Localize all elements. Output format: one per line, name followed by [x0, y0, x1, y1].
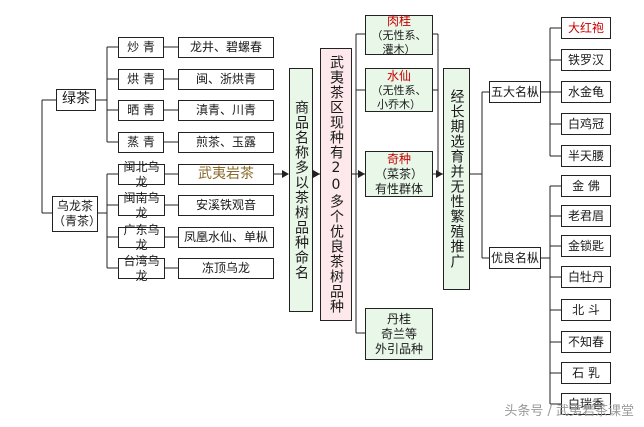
excellent-item: 北 斗 — [561, 299, 611, 321]
excellent-item: 白瑞香 — [561, 393, 611, 415]
watermark: 头条号 / 武夷岩茶课堂 — [504, 404, 634, 419]
excellent-item: 金 佛 — [561, 175, 611, 197]
excellent-item: 老君眉 — [561, 205, 611, 227]
group-five-famous: 五大名枞 — [489, 81, 541, 103]
oolong-example-box: 凤凰水仙、单枞 — [178, 227, 274, 248]
oolong-example-box: 冻顶乌龙 — [178, 258, 274, 279]
five-famous-item: 半天腰 — [561, 145, 611, 167]
green-example-box: 煎茶、玉露 — [178, 132, 274, 153]
green-example-box: 龙井、碧螺春 — [178, 37, 274, 58]
variety-box: 水仙 （无性系、 小乔木） — [365, 68, 433, 112]
oolong-region-box: 广东乌龙 — [118, 223, 165, 252]
variety-box: 奇种 （菜茶） 有性群体 — [365, 151, 433, 197]
category-oolong-tea: 乌龙茶 （青茶） — [52, 196, 101, 232]
excellent-item: 白牡丹 — [561, 266, 611, 288]
naming-note-box: 商品名称多以茶树品种命名 — [289, 68, 313, 312]
five-famous-item: 白鸡冠 — [561, 113, 611, 135]
variety-name: 奇种 — [386, 151, 411, 166]
oolong-example-box: 安溪铁观音 — [178, 195, 274, 216]
excellent-item: 不知春 — [561, 331, 611, 353]
excellent-item: 金锁匙 — [561, 235, 611, 257]
oolong-region-box: 台湾乌龙 — [118, 254, 165, 283]
five-famous-item: 铁罗汉 — [561, 49, 611, 71]
category-green-tea: 绿茶 — [56, 89, 96, 111]
oolong-example-box: 武夷岩茶 — [178, 164, 274, 185]
oolong-region-box: 闽北乌龙 — [118, 160, 165, 189]
green-method-box: 蒸 青 — [118, 132, 164, 153]
variety-name: 丹桂 — [386, 311, 411, 326]
variety-note: （菜茶） 有性群体 — [374, 166, 423, 196]
group-excellent: 优良名枞 — [489, 247, 541, 269]
varieties-count-box: 武夷茶区现种有20多个优良茶树品种 — [320, 48, 352, 321]
variety-box: 肉桂 （无性系、 灌木） — [365, 13, 433, 56]
variety-note: 奇兰等 外引品种 — [374, 326, 423, 356]
green-method-box: 烘 青 — [118, 69, 164, 90]
oolong-region-box: 闽南乌龙 — [118, 191, 165, 220]
selection-note-box: 经长期选育并无性繁殖推广 — [443, 68, 470, 290]
variety-note: （无性系、 小乔木） — [371, 83, 427, 111]
green-method-box: 炒 青 — [118, 37, 164, 58]
variety-box: 丹桂 奇兰等 外引品种 — [365, 308, 433, 360]
green-example-box: 闽、浙烘青 — [178, 69, 274, 90]
green-method-box: 晒 青 — [118, 100, 164, 121]
variety-name: 肉桂 — [386, 13, 411, 28]
variety-name: 水仙 — [386, 68, 411, 83]
five-famous-item: 大红袍 — [561, 17, 611, 39]
excellent-item: 石 乳 — [561, 362, 611, 384]
green-example-box: 滇青、川青 — [178, 100, 274, 121]
five-famous-item: 水金龟 — [561, 81, 611, 103]
variety-note: （无性系、 灌木） — [371, 28, 427, 56]
